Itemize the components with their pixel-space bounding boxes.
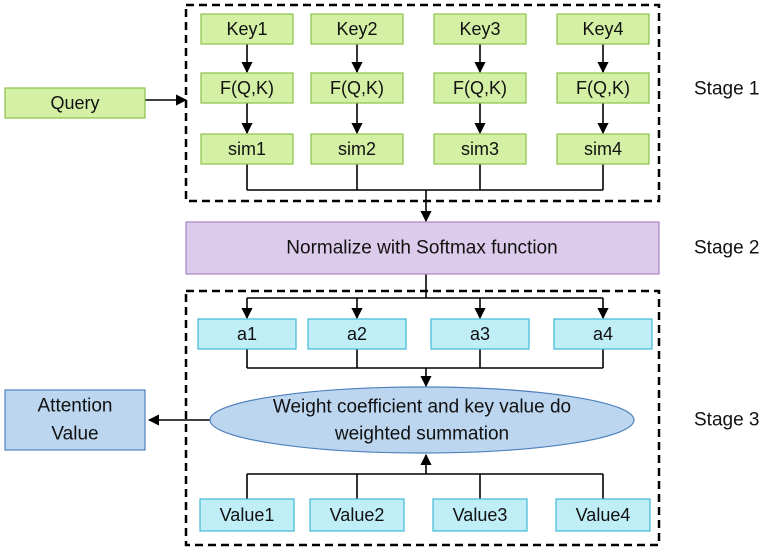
weight-label-3: a3: [470, 324, 490, 344]
stage3-frame: [184, 289, 661, 547]
value-label-2: Value2: [330, 505, 385, 525]
value-box-3: [432, 498, 528, 532]
value-box-4: [555, 498, 651, 532]
function-box-3: [433, 72, 527, 104]
key-label-4: Key4: [582, 19, 623, 39]
key-box-4: [556, 13, 650, 45]
sim-box-3: [433, 133, 527, 165]
attention-value-box: [4, 389, 146, 451]
summation-label-line1: Weight coefficient and key value do: [273, 397, 571, 418]
value-label-3: Value3: [453, 505, 508, 525]
stage-3-label: Stage 3: [694, 410, 760, 431]
key-box-1: [200, 13, 294, 45]
weight-label-4: a4: [593, 324, 613, 344]
sim-box-1: [200, 133, 294, 165]
sim-box-2: [310, 133, 404, 165]
attention-value-label-line1: Attention: [38, 396, 113, 417]
key-label-1: Key1: [226, 19, 267, 39]
key-box-2: [310, 13, 404, 45]
stage-1-label: Stage 1: [694, 79, 760, 100]
sim-label-2: sim2: [338, 139, 376, 159]
function-label-2: F(Q,K): [330, 78, 384, 98]
value-label-4: Value4: [576, 505, 631, 525]
summation-label-line2: weighted summation: [334, 424, 509, 445]
weight-box-3: [430, 318, 530, 350]
function-label-1: F(Q,K): [220, 78, 274, 98]
softmax-box: [185, 221, 660, 275]
attention-value-label-line2: Value: [51, 424, 98, 445]
sim-label-1: sim1: [228, 139, 266, 159]
softmax-label: Normalize with Softmax function: [286, 238, 557, 259]
key-label-2: Key2: [336, 19, 377, 39]
sim-box-4: [556, 133, 650, 165]
query-label: Query: [50, 93, 99, 113]
sim-label-3: sim3: [461, 139, 499, 159]
function-box-2: [310, 72, 404, 104]
function-box-1: [200, 72, 294, 104]
weight-box-4: [553, 318, 653, 350]
summation-ellipse: [209, 386, 635, 454]
value-label-1: Value1: [220, 505, 275, 525]
function-box-4: [556, 72, 650, 104]
weight-box-1: [197, 318, 297, 350]
value-box-1: [199, 498, 295, 532]
function-label-3: F(Q,K): [453, 78, 507, 98]
key-label-3: Key3: [459, 19, 500, 39]
weight-box-2: [307, 318, 407, 350]
function-label-4: F(Q,K): [576, 78, 630, 98]
query-box: [4, 87, 146, 119]
key-box-3: [433, 13, 527, 45]
weight-label-1: a1: [237, 324, 257, 344]
value-box-2: [309, 498, 405, 532]
weight-label-2: a2: [347, 324, 367, 344]
sim-label-4: sim4: [584, 139, 622, 159]
stage-2-label: Stage 2: [694, 238, 760, 259]
